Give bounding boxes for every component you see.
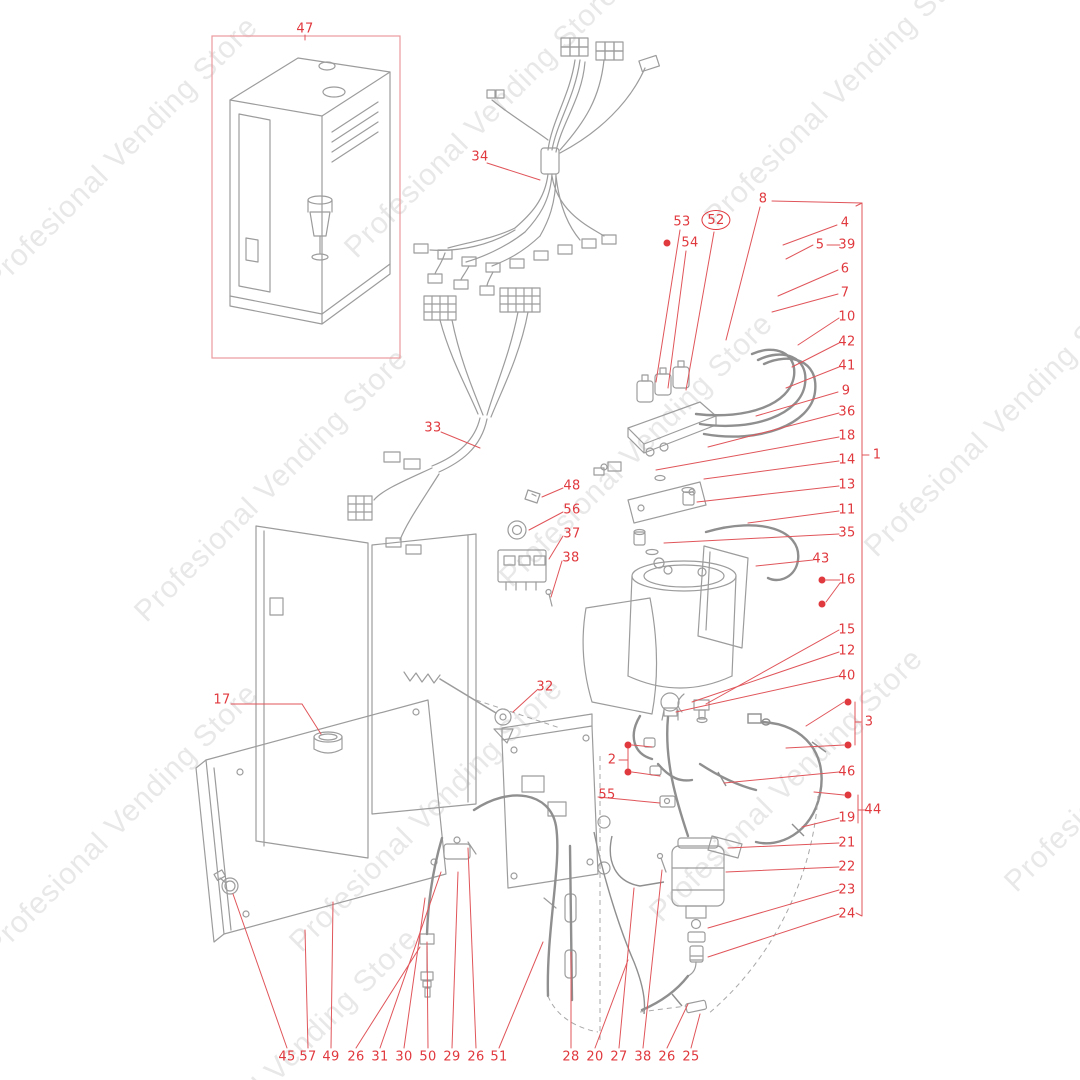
part-label-4: 4	[840, 215, 850, 231]
part-label-23: 23	[838, 882, 856, 898]
part-label-26: 26	[347, 1049, 365, 1065]
part-label-33: 33	[424, 420, 442, 436]
part-label-46: 46	[838, 764, 856, 780]
part-label-5: 5	[815, 237, 825, 253]
part-label-32: 32	[536, 679, 554, 695]
part-label-24: 24	[838, 906, 856, 922]
part-label-49: 49	[322, 1049, 340, 1065]
part-label-29: 29	[443, 1049, 461, 1065]
part-label-20: 20	[586, 1049, 604, 1065]
red-dot-marker	[663, 239, 671, 247]
part-label-43: 43	[812, 551, 830, 567]
part-label-7: 7	[840, 285, 850, 301]
part-label-47: 47	[296, 21, 314, 37]
part-label-52: 52	[701, 210, 731, 230]
part-label-17: 17	[213, 692, 231, 708]
part-label-57: 57	[299, 1049, 317, 1065]
red-dot-marker	[844, 698, 852, 706]
part-label-21: 21	[838, 835, 856, 851]
part-label-15: 15	[838, 622, 856, 638]
part-label-2: 2	[607, 752, 617, 768]
part-label-6: 6	[840, 261, 850, 277]
part-label-37: 37	[563, 526, 581, 542]
red-dot-marker	[624, 741, 632, 749]
part-label-39: 39	[838, 237, 856, 253]
part-label-28: 28	[562, 1049, 580, 1065]
part-label-18: 18	[838, 428, 856, 444]
part-label-44: 44	[864, 802, 882, 818]
part-label-12: 12	[838, 643, 856, 659]
part-label-16: 16	[838, 572, 856, 588]
part-label-8: 8	[758, 191, 768, 207]
part-label-36: 36	[838, 404, 856, 420]
part-label-35: 35	[838, 525, 856, 541]
part-label-41: 41	[838, 358, 856, 374]
part-label-10: 10	[838, 309, 856, 325]
part-label-40: 40	[838, 668, 856, 684]
part-label-38: 38	[562, 550, 580, 566]
part-label-9: 9	[841, 383, 851, 399]
part-label-56: 56	[563, 502, 581, 518]
part-label-48: 48	[563, 478, 581, 494]
part-label-45: 45	[278, 1049, 296, 1065]
part-label-1: 1	[872, 447, 882, 463]
part-label-38: 38	[634, 1049, 652, 1065]
part-label-25: 25	[682, 1049, 700, 1065]
part-label-14: 14	[838, 452, 856, 468]
part-label-54: 54	[681, 235, 699, 251]
part-label-3: 3	[864, 714, 874, 730]
part-label-19: 19	[838, 810, 856, 826]
part-label-53: 53	[673, 214, 691, 230]
part-label-13: 13	[838, 477, 856, 493]
red-dot-marker	[818, 600, 826, 608]
part-label-11: 11	[838, 502, 856, 518]
red-dot-marker	[844, 791, 852, 799]
part-label-26: 26	[658, 1049, 676, 1065]
red-dot-marker	[624, 768, 632, 776]
part-label-51: 51	[490, 1049, 508, 1065]
red-dot-marker	[818, 576, 826, 584]
part-label-31: 31	[371, 1049, 389, 1065]
part-label-22: 22	[838, 859, 856, 875]
part-label-50: 50	[419, 1049, 437, 1065]
part-label-27: 27	[610, 1049, 628, 1065]
part-label-42: 42	[838, 334, 856, 350]
red-dot-marker	[844, 741, 852, 749]
part-label-34: 34	[471, 149, 489, 165]
part-label-55: 55	[598, 787, 616, 803]
part-label-26: 26	[467, 1049, 485, 1065]
part-label-30: 30	[395, 1049, 413, 1065]
